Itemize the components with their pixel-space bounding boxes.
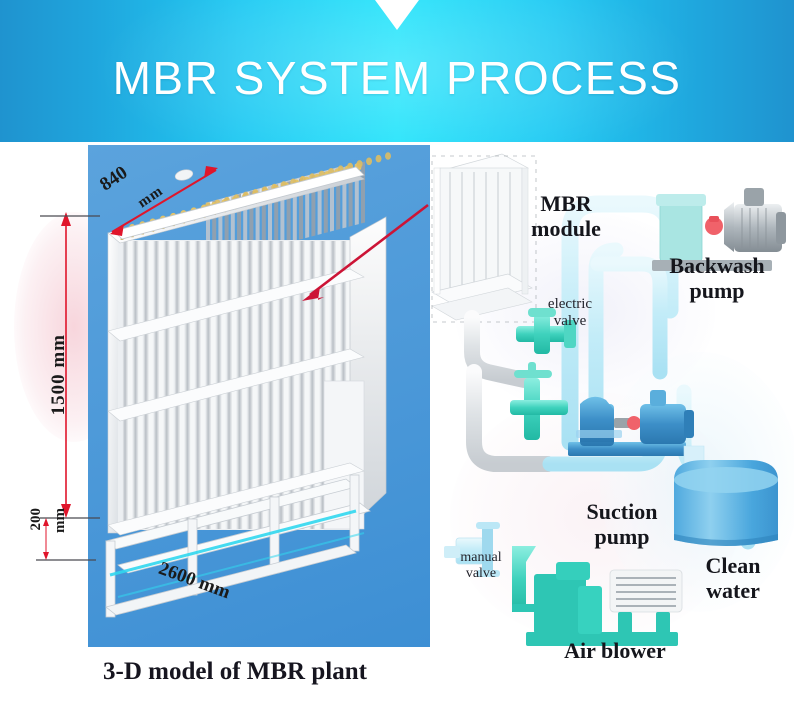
manual-valve-graphic — [444, 522, 500, 577]
model-caption: 3-D model of MBR plant — [103, 658, 367, 685]
suction-pump-graphic — [568, 390, 694, 456]
label-air-blower: Air blower — [564, 638, 666, 663]
dimension-annotations — [36, 166, 218, 561]
banner-notch-triangle-icon — [375, 0, 419, 30]
mbr-plant-3d-model — [105, 152, 429, 618]
dimension-1500-label: 1500 mm — [48, 334, 69, 416]
label-clean-water: Clean water — [705, 553, 761, 603]
label-electric-valve: electric valve — [547, 296, 593, 329]
label-suction-pump: Suction pump — [586, 499, 658, 549]
electric-valve-graphic — [516, 308, 576, 354]
page-title: MBR SYSTEM PROCESS — [112, 52, 682, 104]
dimension-200-unit: mm — [52, 508, 68, 533]
suction-valve-graphic — [510, 362, 568, 440]
label-manual-valve: manual valve — [460, 550, 502, 581]
label-backwash-pump: Backwash pump — [669, 253, 765, 303]
mbr-module-graphic — [431, 153, 537, 323]
process-flow-schematic — [431, 153, 786, 646]
clean-water-tank-graphic — [674, 445, 778, 546]
callout-arrow — [302, 203, 429, 301]
header-banner: MBR SYSTEM PROCESS — [0, 0, 794, 142]
dimension-200-value: 200 — [28, 508, 44, 531]
backwash-pump-graphic — [652, 188, 786, 271]
diagram-area: 840 mm 1500 mm 200 mm 2600 mm — [0, 142, 794, 709]
air-blower-graphic — [512, 546, 683, 646]
label-mbr-module: MBR module — [531, 191, 601, 241]
